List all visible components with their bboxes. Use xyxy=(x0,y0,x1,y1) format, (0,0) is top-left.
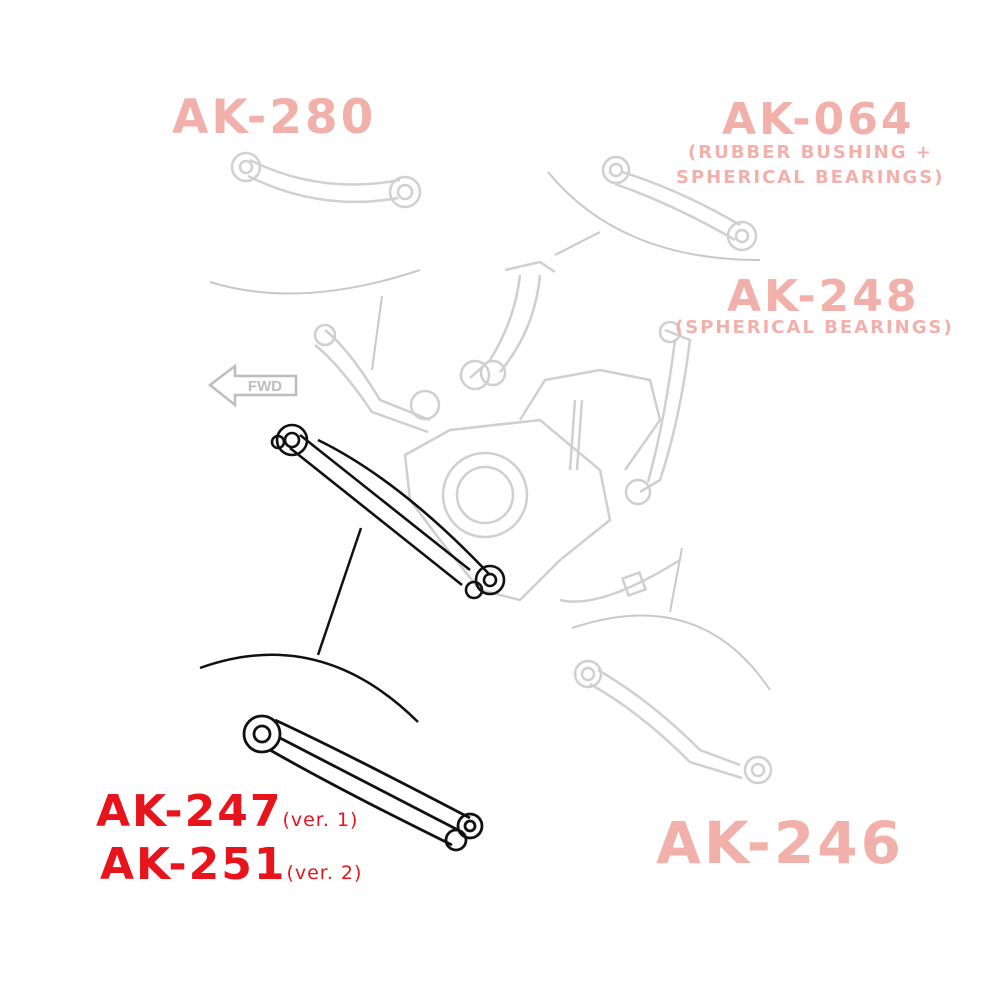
ak247-arm-assembly xyxy=(270,423,506,600)
ak251-label: AK-251 xyxy=(100,839,287,890)
hub-ring xyxy=(441,451,529,539)
ak064-arm-illustration xyxy=(601,155,758,252)
ak246-leader-line xyxy=(669,547,683,613)
ak247-version: (ver. 1) xyxy=(282,809,359,831)
ak280-callout-arc xyxy=(209,269,421,295)
ak251-label-row: AK-251(ver. 2) xyxy=(100,843,362,887)
ak064-note-line1: (RUBBER BUSHING + xyxy=(688,142,933,163)
upper-arm-left xyxy=(324,329,431,422)
knuckle-assembly-illustration xyxy=(313,260,692,603)
ak247-arm-detail xyxy=(242,714,484,852)
ak247-callout-arc xyxy=(199,653,419,723)
ak251-version: (ver. 2) xyxy=(286,862,363,884)
strut-rod xyxy=(568,399,577,471)
fwd-arrow: FWD xyxy=(207,363,298,408)
ak247-callout xyxy=(199,527,419,723)
callout-arcs xyxy=(209,171,771,691)
ak247-label-row: AK-247(ver. 1) xyxy=(96,790,358,834)
fwd-label: FWD xyxy=(248,378,282,395)
ak246-callout-arc xyxy=(571,614,771,691)
ak246-arm-illustration xyxy=(573,659,773,785)
ak247-leader-line xyxy=(316,527,363,656)
upper-arm-center xyxy=(504,260,556,274)
ak064-callout-arc xyxy=(547,171,761,261)
ak064-note-line2: SPHERICAL BEARINGS) xyxy=(676,167,945,188)
ak064-leader-line xyxy=(554,231,601,256)
ak246-label: AK-246 xyxy=(656,809,904,877)
ak248-label: AK-248 xyxy=(727,271,920,322)
ak280-label: AK-280 xyxy=(172,90,377,145)
ak280-arm-illustration xyxy=(230,151,422,209)
ak248-note: (SPHERICAL BEARINGS) xyxy=(675,317,954,338)
upper-arm-right xyxy=(639,328,692,494)
ak064-label: AK-064 xyxy=(722,94,915,145)
ak280-leader-line xyxy=(371,295,383,371)
ak247-label: AK-247 xyxy=(96,786,283,837)
